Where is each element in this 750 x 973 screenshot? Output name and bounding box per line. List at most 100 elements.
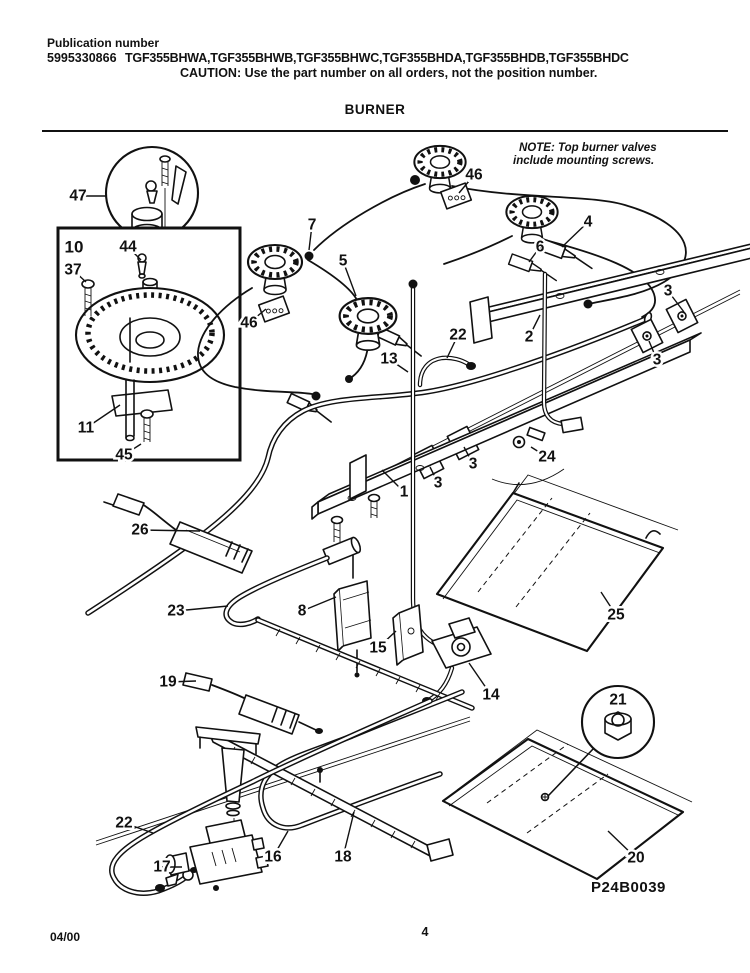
callout-leader-3-14 <box>648 340 658 361</box>
bracket-46-top <box>439 182 473 210</box>
diagram-code: P24B0039 <box>591 879 666 896</box>
callout-13-16: 13 <box>380 351 398 368</box>
callout-leader-44-3 <box>127 246 142 261</box>
callout-leader-11-4 <box>85 404 121 429</box>
callout-8-23: 8 <box>298 603 307 620</box>
publication-number: 5995330866 <box>47 51 117 65</box>
tube-22-upper <box>417 355 476 388</box>
callout-19-27: 19 <box>159 674 177 691</box>
callout-leader-15-24 <box>377 630 397 649</box>
callout-3-12: 3 <box>664 283 673 300</box>
tube-23 <box>223 536 475 711</box>
callout-leader-8-23 <box>301 596 337 612</box>
callout-44-3: 44 <box>119 239 137 256</box>
note-line1: NOTE: Top burner valves <box>519 142 657 154</box>
heat-shield-25 <box>435 474 679 653</box>
detail-circle-47 <box>104 145 200 283</box>
callout-leader-7-7 <box>308 224 313 251</box>
detail-circle-21 <box>548 684 656 796</box>
callout-6-11: 6 <box>536 239 545 256</box>
callout-16-32: 16 <box>264 849 282 866</box>
inset-box-10 <box>56 226 242 462</box>
callout-leader-26-21 <box>139 529 201 532</box>
callout-3-14: 3 <box>653 352 662 369</box>
note-line2: include mounting screws. <box>513 155 655 167</box>
callout-leader-16-32 <box>272 830 289 858</box>
callout-4-10: 4 <box>584 214 593 231</box>
callout-46-9: 46 <box>465 167 483 184</box>
pressure-regulator-14 <box>422 617 492 705</box>
header-divider <box>42 130 728 132</box>
callout-2-13: 2 <box>525 329 534 346</box>
top-burner-heads <box>246 144 559 351</box>
callout-18-33: 18 <box>334 849 352 866</box>
heat-shield-20 <box>441 729 693 881</box>
callout-leader-22-30 <box>123 822 154 834</box>
callout-14-26: 14 <box>482 687 500 704</box>
callout-45-5: 45 <box>115 447 133 464</box>
callout-23-22: 23 <box>167 603 185 620</box>
bracket-15 <box>392 604 424 666</box>
spark-module-26 <box>103 493 253 574</box>
footer-page-number: 4 <box>421 925 429 939</box>
callout-leader-25-25 <box>600 591 617 616</box>
callout-leader-3-19 <box>429 466 439 484</box>
callout-10-1: 10 <box>65 238 84 257</box>
callout-leader-46-9 <box>458 174 475 194</box>
model-list: TGF355BHWA,TGF355BHWB,TGF355BHWC,TGF355B… <box>125 51 629 65</box>
publication-label: Publication number <box>47 36 160 50</box>
tube-2 <box>491 271 584 486</box>
callout-leader-13-16 <box>388 358 409 373</box>
oven-igniter-19 <box>182 672 323 735</box>
switch-8 <box>333 539 372 678</box>
callout-leader-4-10 <box>561 221 589 248</box>
callout-24-17: 24 <box>538 449 556 466</box>
callout-1-20: 1 <box>400 484 409 501</box>
callout-leader-14-26 <box>468 662 492 696</box>
callout-3-18: 3 <box>469 456 478 473</box>
callout-leader-2-13 <box>528 314 541 338</box>
callout-11-4: 11 <box>78 420 95 437</box>
burner-valve-4 <box>538 238 593 270</box>
callout-leader-20-29 <box>607 830 637 859</box>
burner-head <box>246 243 304 296</box>
callout-21-28: 21 <box>609 692 627 709</box>
callout-leader-18-33 <box>342 811 355 858</box>
callout-leader-45-5 <box>123 443 142 456</box>
callout-7-7: 7 <box>308 217 317 234</box>
burner-head <box>338 297 398 351</box>
callout-leader-3-12 <box>667 290 685 313</box>
callout-leader-6-11 <box>528 246 541 263</box>
footer-date: 04/00 <box>50 930 81 944</box>
callout-leader-23-22 <box>175 605 229 612</box>
callout-leader-3-18 <box>463 446 474 465</box>
callout-46-6: 46 <box>240 315 258 332</box>
sealed-burner-assembly <box>74 253 226 442</box>
callout-17-31: 17 <box>153 859 170 876</box>
oven-safety-valve-17 <box>155 819 269 892</box>
bracket-46-left <box>257 295 291 323</box>
callout-22-15: 22 <box>449 327 466 344</box>
callout-leader-5-8 <box>342 260 357 297</box>
callout-leader-19-27 <box>167 680 197 683</box>
burner-valve-6 <box>507 253 558 282</box>
burner-head <box>413 144 467 194</box>
burner-head <box>505 194 559 244</box>
callout-47-0: 47 <box>69 188 86 205</box>
callout-5-8: 5 <box>339 253 348 270</box>
callout-leader-22-15 <box>446 334 459 359</box>
callout-22-30: 22 <box>115 815 132 832</box>
callout-37-2: 37 <box>64 262 81 279</box>
callout-25-25: 25 <box>607 607 625 624</box>
callout-leader-24-17 <box>530 446 548 458</box>
valve-rail <box>469 243 750 344</box>
callout-20-29: 20 <box>627 850 644 867</box>
callout-leader-1-20 <box>381 469 405 493</box>
callout-3-19: 3 <box>434 475 443 492</box>
callout-15-24: 15 <box>369 640 387 657</box>
callout-leader-37-2 <box>72 269 87 283</box>
callout-leader-46-6 <box>248 308 267 324</box>
